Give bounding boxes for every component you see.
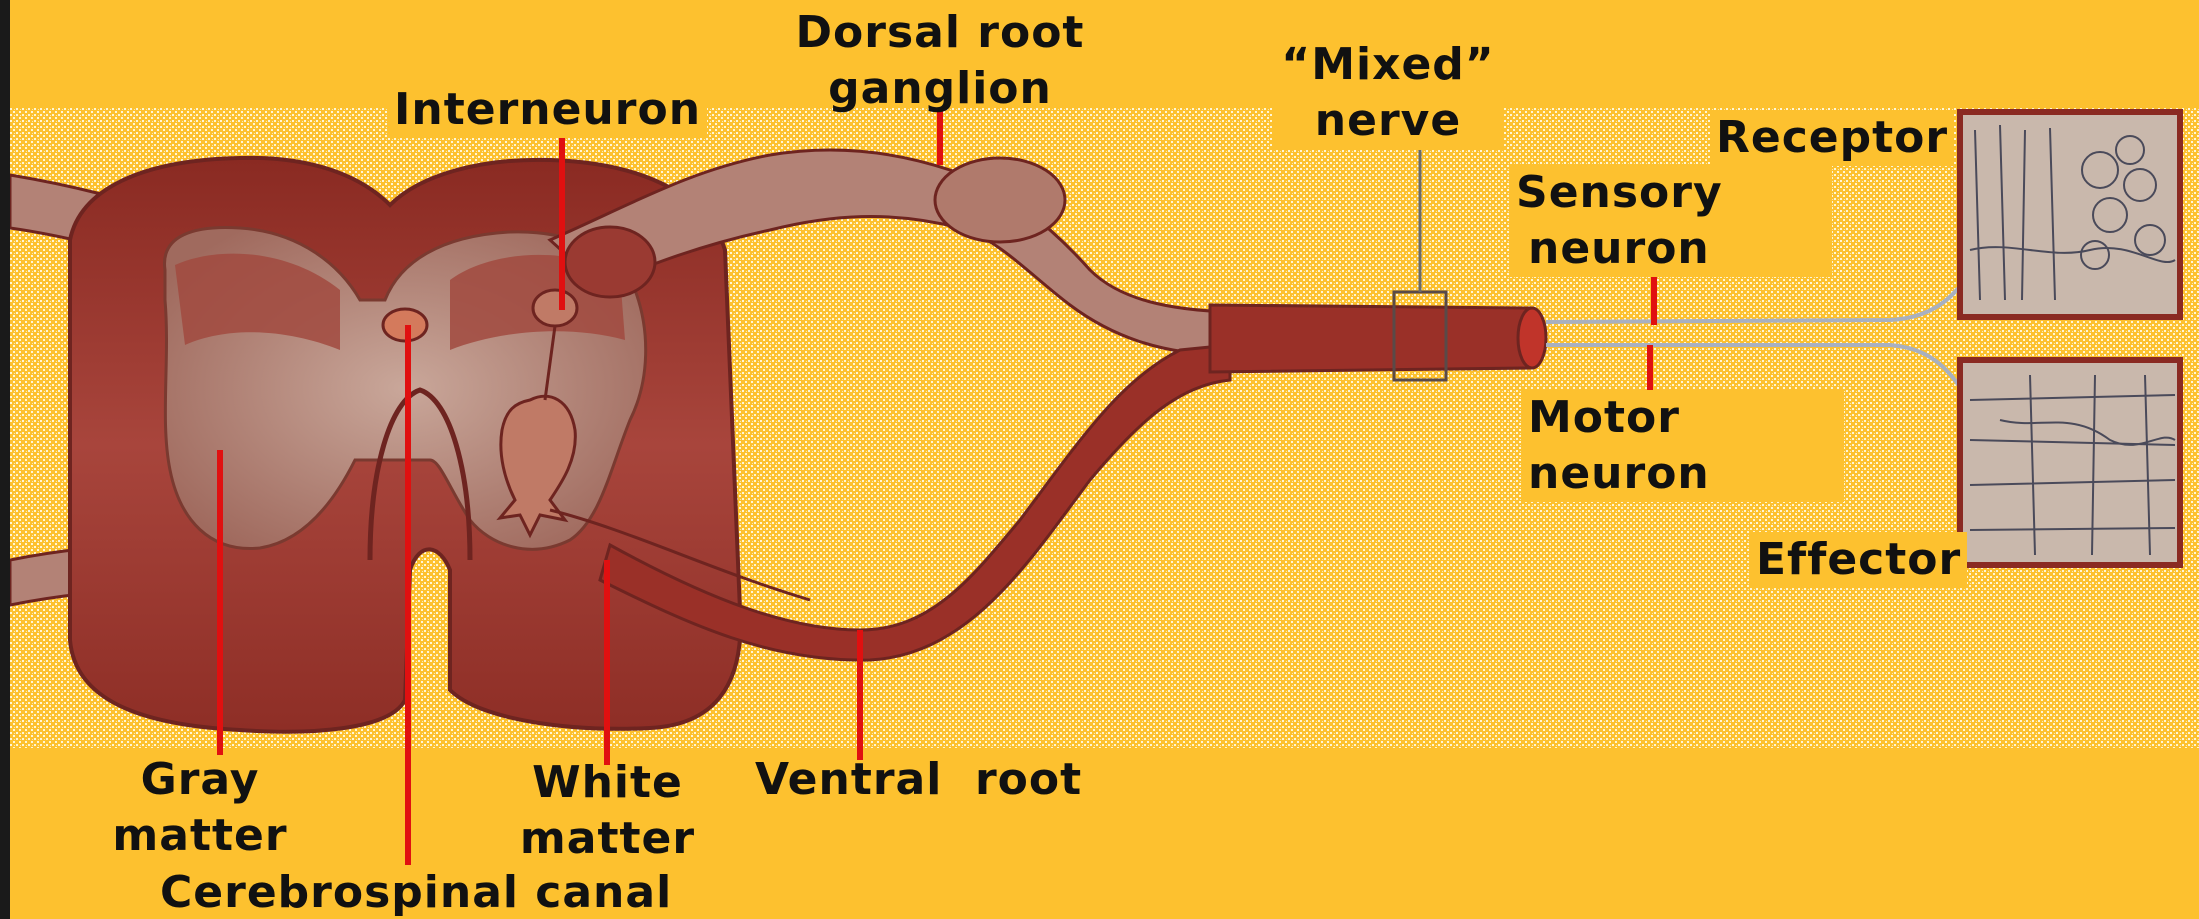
label-white-matter-line2: matter: [490, 811, 725, 867]
receptor-tissue: [1960, 112, 2180, 317]
nerve-cut-end: [1518, 308, 1546, 368]
label-dorsal-root-ganglion: Dorsal root ganglion: [785, 5, 1095, 117]
label-ventral-root: Ventral root: [755, 752, 1082, 808]
reflex-arc-diagram: Dorsal root ganglion Interneuron “Mixed”…: [10, 0, 2199, 919]
label-gray-matter-line1: Gray: [90, 752, 310, 808]
label-motor-neuron-line1: Motor: [1528, 390, 1838, 446]
label-motor-neuron: Motor neuron: [1522, 390, 1844, 502]
label-sensory-neuron-line1: Sensory: [1516, 165, 1826, 221]
label-sensory-neuron: Sensory neuron: [1510, 165, 1832, 277]
label-motor-neuron-line2: neuron: [1528, 446, 1838, 502]
label-white-matter-line1: White: [490, 755, 725, 811]
label-mixed-nerve-line1: “Mixed”: [1278, 37, 1498, 93]
label-effector: Effector: [1750, 532, 1967, 588]
interneuron-cell: [533, 290, 577, 326]
label-dorsal-root-ganglion-line2: ganglion: [785, 61, 1095, 117]
label-gray-matter-line2: matter: [90, 808, 310, 864]
label-gray-matter: Gray matter: [90, 752, 310, 864]
label-interneuron: Interneuron: [388, 82, 707, 138]
label-mixed-nerve-line2: nerve: [1278, 93, 1498, 149]
label-white-matter: White matter: [490, 755, 725, 867]
label-dorsal-root-ganglion-line1: Dorsal root: [785, 5, 1095, 61]
mixed-nerve-trunk: [1210, 305, 1530, 372]
label-mixed-nerve: “Mixed” nerve: [1272, 37, 1504, 149]
label-receptor: Receptor: [1710, 110, 1954, 166]
label-sensory-neuron-line2: neuron: [1516, 221, 1826, 277]
label-cerebrospinal-canal: Cerebrospinal canal: [160, 865, 672, 919]
ganglion-shape: [935, 158, 1065, 242]
dorsal-root-entry: [565, 227, 655, 297]
